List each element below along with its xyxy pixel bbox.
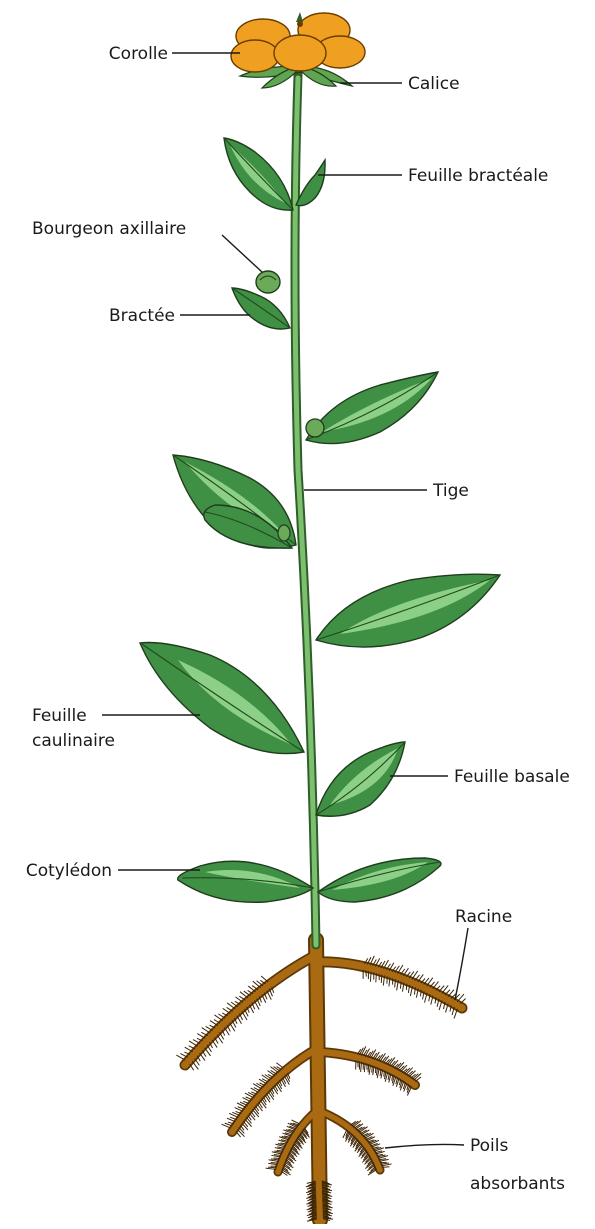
label-bractee: Bractée: [109, 306, 175, 326]
upper-right-leaf: [316, 574, 500, 647]
label-feuille-basale: Feuille basale: [454, 767, 570, 787]
root-hair: [382, 1167, 389, 1168]
label-racine: Racine: [455, 907, 512, 927]
label-cotyledon: Cotylédon: [26, 861, 112, 881]
root-hair: [239, 1127, 244, 1133]
root-hair: [384, 1070, 385, 1076]
root-hair: [271, 1162, 278, 1163]
root-hair: [420, 990, 421, 996]
root-hair: [246, 1117, 251, 1123]
root-hair: [370, 972, 371, 982]
root-hair: [291, 1120, 299, 1124]
root-hair: [381, 1163, 389, 1164]
axillary-bud-small: [278, 525, 290, 541]
root-hair: [366, 970, 367, 976]
label-poils-absorbants-line1: Poils: [470, 1136, 508, 1156]
label-corolle: Corolle: [109, 44, 168, 64]
axillary-bud: [256, 271, 280, 293]
root-hair: [265, 1075, 272, 1079]
root-hair: [266, 1168, 276, 1169]
label-calice: Calice: [408, 74, 460, 94]
middle-right-leaf: [306, 372, 438, 444]
corolla: [231, 12, 365, 72]
cauline-leaf-left: [140, 643, 304, 754]
root-hair: [400, 981, 401, 988]
cotyledon-right: [318, 858, 441, 902]
bracteal-leaf-right: [296, 160, 325, 206]
leaves: [140, 138, 500, 902]
label-tige: Tige: [432, 481, 469, 501]
root-hair: [380, 1162, 386, 1163]
label-poils-absorbants-line2: absorbants: [470, 1174, 565, 1194]
label-bourgeon-axillaire: Bourgeon axillaire: [32, 219, 186, 239]
root-hair: [372, 1065, 373, 1072]
label-feuille-bracteale: Feuille bractéale: [408, 166, 548, 186]
label-feuille-caulinaire-line2: caulinaire: [32, 731, 115, 751]
axillary-bud-lower: [306, 419, 324, 437]
root-hair: [376, 973, 377, 982]
root-hair: [368, 1064, 369, 1072]
basal-leaf: [316, 742, 405, 816]
label-feuille-caulinaire-line1: Feuille: [32, 706, 87, 726]
cotyledon-left: [178, 861, 313, 902]
bract: [232, 288, 290, 329]
root-hair: [268, 1163, 277, 1164]
bracteal-leaf-left: [224, 138, 293, 210]
root-system: [176, 940, 465, 1221]
